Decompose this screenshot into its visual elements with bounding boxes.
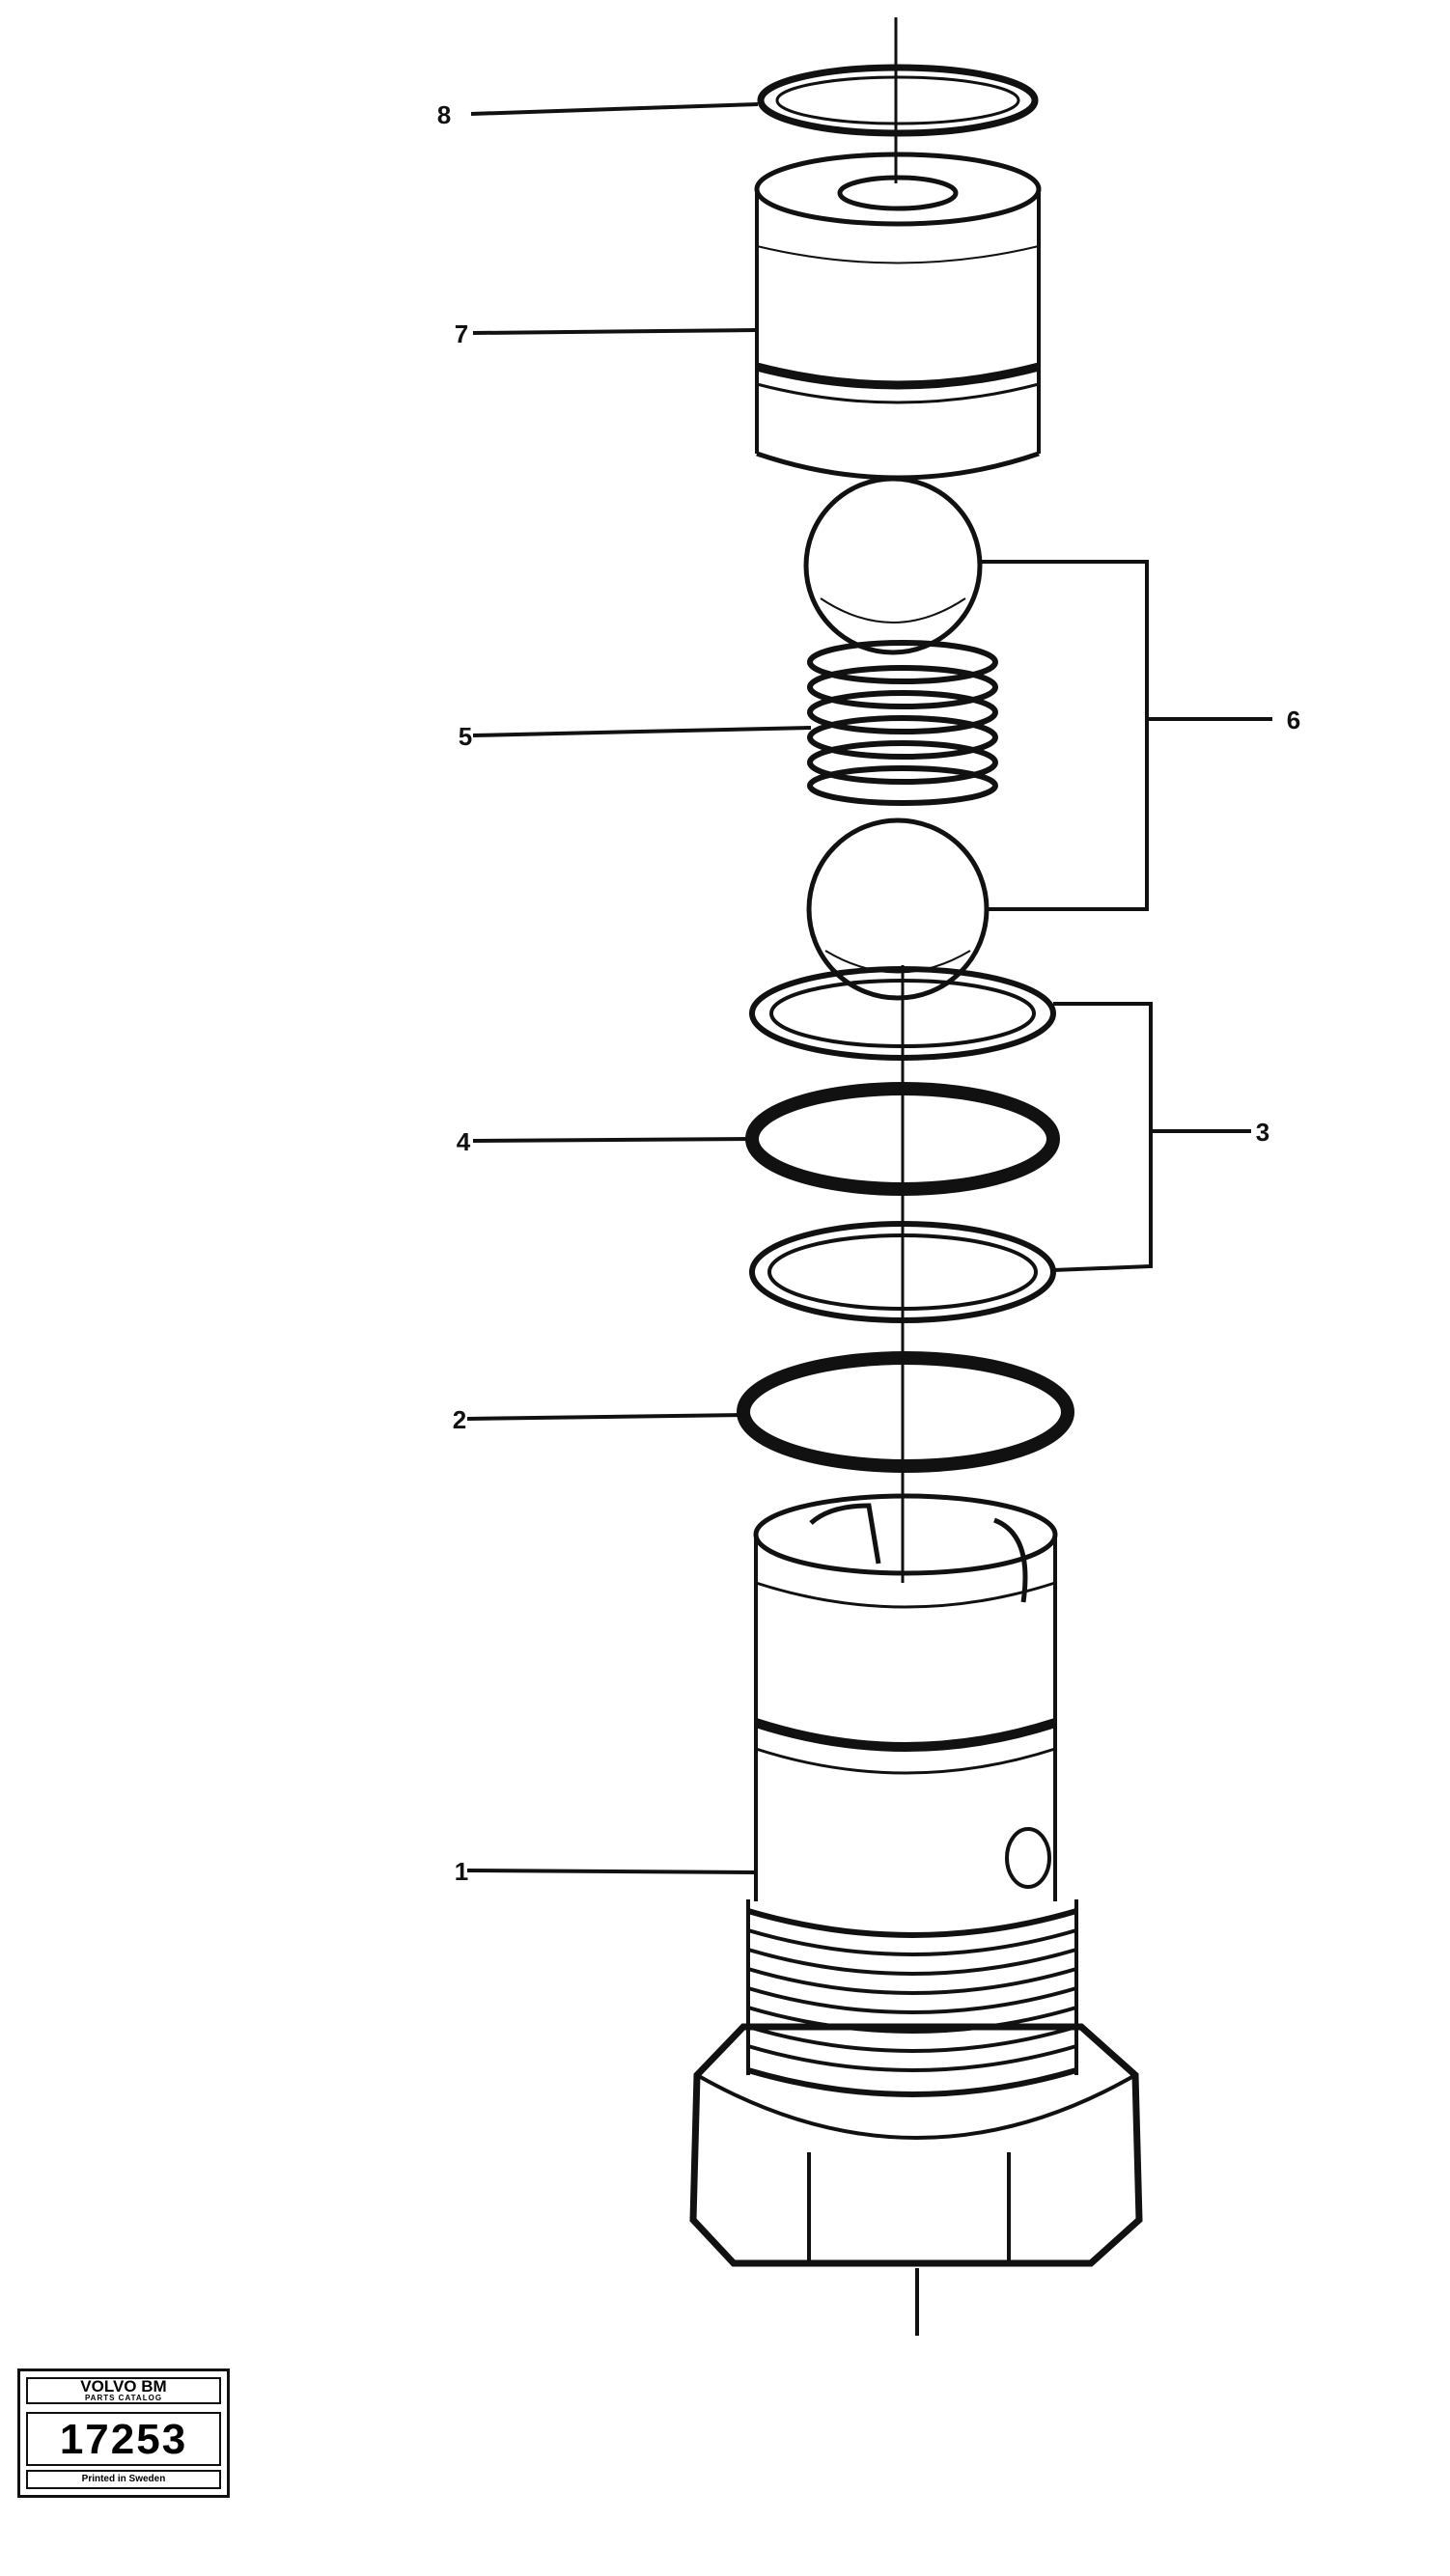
leader-7	[472, 328, 758, 335]
callout-label-8: 8	[437, 100, 451, 129]
callout-label-4: 4	[457, 1127, 471, 1156]
catalog-stamp: VOLVO BM PARTS CATALOG 17253 Printed in …	[17, 2368, 230, 2498]
part-3-ring-lower	[749, 1221, 1056, 1323]
leader-5	[472, 726, 812, 737]
callout-label-3: 3	[1256, 1118, 1269, 1147]
callout-label-6: 6	[1287, 706, 1300, 734]
leader-1	[466, 1869, 757, 1874]
part-3-ring-upper	[749, 966, 1056, 1061]
part-7-cap	[754, 152, 1042, 481]
part-1-valve-body	[689, 1493, 1143, 2267]
callout-label-5: 5	[459, 722, 472, 751]
stamp-figure-number: 17253	[26, 2412, 221, 2466]
stamp-subtitle: PARTS CATALOG	[84, 2394, 163, 2402]
stamp-footer: Printed in Sweden	[26, 2470, 221, 2489]
leader-8	[470, 102, 759, 116]
callout-label-7: 7	[455, 319, 468, 348]
leader-4	[472, 1137, 753, 1143]
leader-3	[1052, 1002, 1153, 1272]
leader-2	[466, 1413, 744, 1421]
callout-label-1: 1	[455, 1857, 468, 1886]
part-2-o-ring	[737, 1351, 1074, 1473]
part-8-o-ring	[757, 64, 1039, 137]
stamp-brand: VOLVO BM	[80, 2377, 167, 2396]
part-6-ball-upper	[803, 476, 983, 655]
part-5-spring	[807, 640, 998, 806]
leader-6	[980, 560, 1149, 911]
callout-label-2: 2	[453, 1405, 466, 1434]
stamp-brand-box: VOLVO BM PARTS CATALOG	[26, 2377, 221, 2404]
